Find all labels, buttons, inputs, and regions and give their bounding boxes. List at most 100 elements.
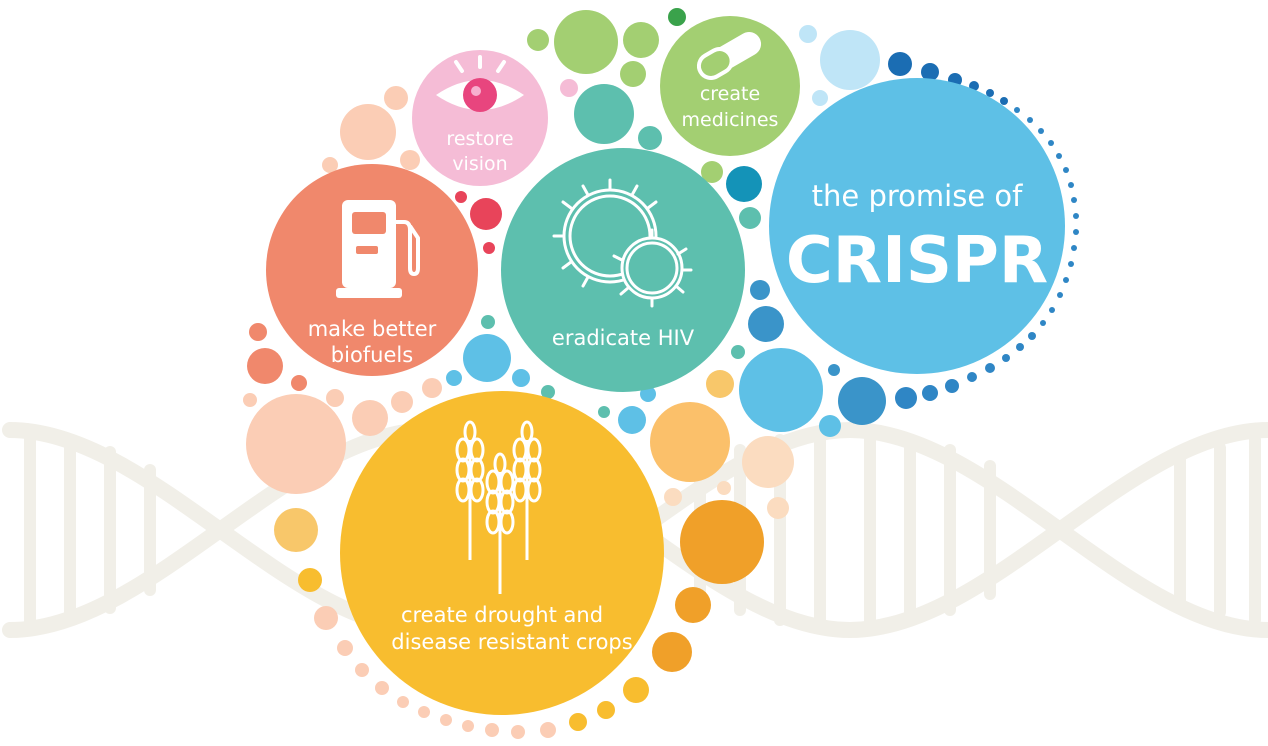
medicines-label-line1: create [700, 83, 760, 105]
dot [470, 198, 502, 230]
bubble-the-promise-of-crispr: the promise of CRISPR [769, 78, 1065, 374]
dot [739, 207, 761, 229]
dot [1063, 277, 1069, 283]
dot [540, 722, 556, 738]
capsule-icon [696, 32, 762, 80]
dot [541, 385, 555, 399]
dot [652, 632, 692, 672]
bubble-eradicate-hiv: eradicate HIV [501, 148, 745, 392]
dot [418, 706, 430, 718]
virus-icon [552, 178, 693, 308]
bubble-vision-circle [412, 50, 548, 186]
dot [455, 191, 467, 203]
dot [375, 681, 389, 695]
dot [462, 720, 474, 732]
dot [888, 52, 912, 76]
dot [400, 150, 420, 170]
dot [680, 500, 764, 584]
crops-label-line1: create drought and [401, 603, 603, 627]
dot [1048, 140, 1054, 146]
crops-label-line2: disease resistant crops [391, 630, 632, 654]
dot [322, 157, 338, 173]
dot [1014, 107, 1020, 113]
dot [1028, 332, 1036, 340]
dot [314, 606, 338, 630]
dot [1056, 153, 1062, 159]
dot [384, 86, 408, 110]
dot [726, 166, 762, 202]
bubble-crispr-circle [769, 78, 1065, 374]
fuel-pump-icon [336, 200, 420, 298]
dot [895, 387, 917, 409]
dot [527, 29, 549, 51]
biofuels-label-line1: make better [308, 317, 437, 341]
bubble-medicines-circle [660, 16, 800, 156]
hiv-label: eradicate HIV [552, 326, 695, 350]
dot [512, 369, 530, 387]
bubble-crops-circle [340, 391, 664, 715]
dot [668, 8, 686, 26]
crispr-subtitle: the promise of [812, 179, 1023, 213]
dot [620, 61, 646, 87]
dot [274, 508, 318, 552]
vision-label-line1: restore [446, 128, 513, 150]
dot [650, 402, 730, 482]
dot [664, 488, 682, 506]
dot [1068, 261, 1074, 267]
dot [481, 315, 495, 329]
dot [560, 79, 578, 97]
dot [767, 497, 789, 519]
dot [1016, 343, 1024, 351]
bubble-make-better-biofuels: make better biofuels [266, 164, 478, 376]
dot [440, 714, 452, 726]
dot [249, 323, 267, 341]
dot [618, 406, 646, 434]
bubble-resistant-crops: create drought and disease resistant cro… [340, 391, 664, 715]
dot [739, 348, 823, 432]
dot [717, 481, 731, 495]
dot [921, 63, 939, 81]
dot [1073, 229, 1079, 235]
dot [623, 677, 649, 703]
dot [945, 379, 959, 393]
decorative-dots [243, 8, 1079, 739]
dot [675, 587, 711, 623]
dot [1049, 307, 1055, 313]
dot [243, 393, 257, 407]
dot [812, 90, 828, 106]
dot [1040, 320, 1046, 326]
dot [1027, 117, 1033, 123]
dot [422, 378, 442, 398]
wheat-icon [455, 420, 542, 594]
dot [638, 126, 662, 150]
dot [1000, 97, 1008, 105]
dot [623, 22, 659, 58]
dot [337, 640, 353, 656]
dot [1068, 182, 1074, 188]
dot [1063, 167, 1069, 173]
dot [298, 568, 322, 592]
dot [569, 713, 587, 731]
dot [799, 25, 817, 43]
dot [598, 406, 610, 418]
dot [355, 663, 369, 677]
dot [838, 377, 886, 425]
bubble-create-medicines: create medicines [660, 16, 800, 156]
dot [706, 370, 734, 398]
dot [247, 348, 283, 384]
dot [819, 415, 841, 437]
dot [554, 10, 618, 74]
dot [750, 280, 770, 300]
dot [742, 436, 794, 488]
dot [748, 306, 784, 342]
dot [1071, 245, 1077, 251]
dot [1002, 354, 1010, 362]
dot [574, 84, 634, 144]
dot [1073, 213, 1079, 219]
dot [463, 334, 511, 382]
dot [967, 372, 977, 382]
dot [985, 363, 995, 373]
dot [483, 242, 495, 254]
dot [352, 400, 388, 436]
